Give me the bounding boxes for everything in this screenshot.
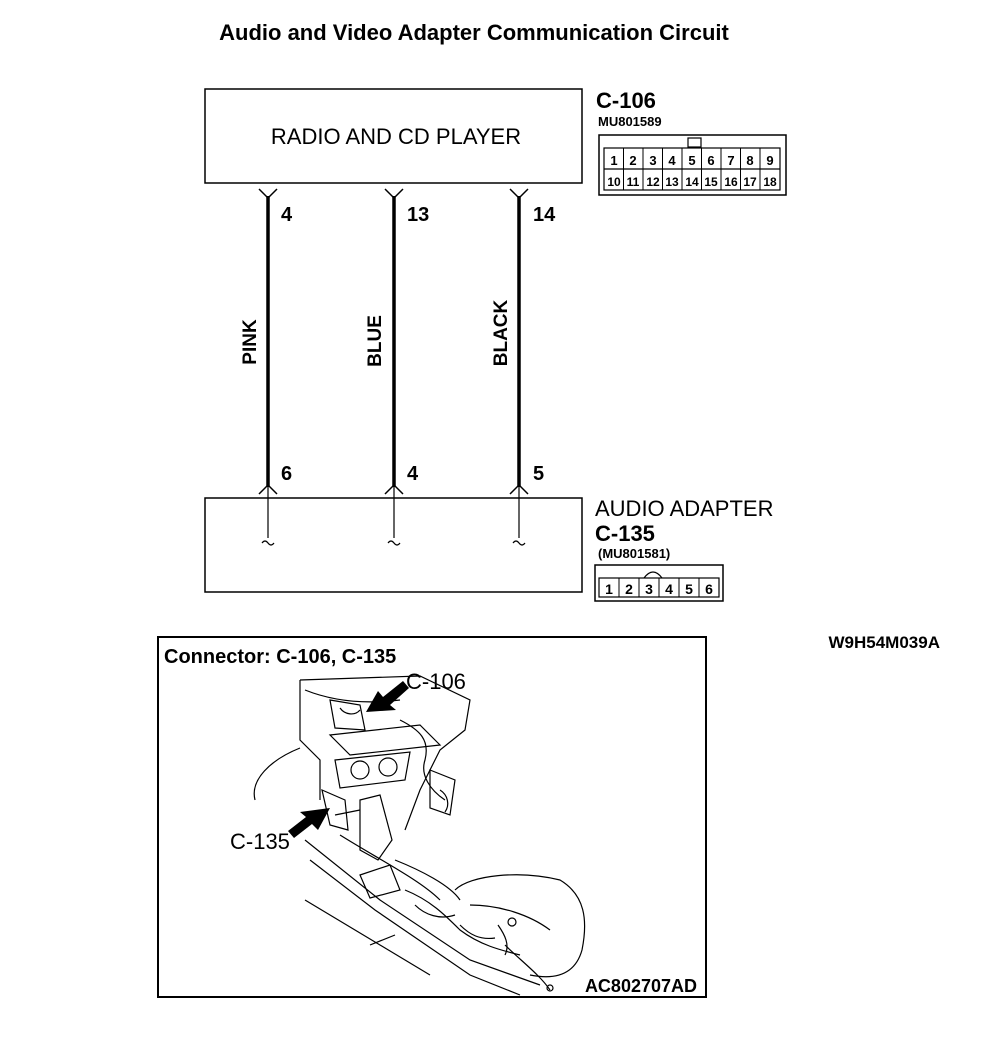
page-title: Audio and Video Adapter Communication Ci… bbox=[219, 20, 729, 45]
c135-part-number: (MU801581) bbox=[598, 546, 670, 561]
wire-blue-bottom-pin: 4 bbox=[407, 463, 419, 485]
c135-pin: 3 bbox=[645, 581, 653, 597]
c106-pin: 15 bbox=[704, 175, 718, 189]
c106-pin: 11 bbox=[627, 175, 640, 189]
connector-location-panel: Connector: C-106, C-135 bbox=[157, 636, 707, 998]
connector-panel-heading: Connector: C-106, C-135 bbox=[164, 646, 396, 668]
wire-black-bottom-pin: 5 bbox=[533, 463, 544, 485]
c106-pin: 1 bbox=[610, 153, 617, 168]
wire-blue-top-pin: 13 bbox=[407, 204, 429, 226]
figure-code: W9H54M039A bbox=[829, 633, 941, 652]
c106-part-number: MU801589 bbox=[598, 114, 662, 129]
c106-connector-face: 1 2 3 4 5 6 7 8 9 10 11 12 13 14 15 16 1… bbox=[598, 134, 787, 196]
c106-pin: 18 bbox=[763, 175, 777, 189]
c106-pin: 5 bbox=[688, 153, 695, 168]
c106-pin: 8 bbox=[746, 153, 753, 168]
c106-pin: 6 bbox=[707, 153, 714, 168]
connector-panel-code: AC802707AD bbox=[585, 976, 697, 996]
audio-adapter-box bbox=[204, 497, 583, 593]
c135-callout-label: C-135 bbox=[230, 829, 290, 854]
wire-pink-top-pin: 4 bbox=[281, 204, 293, 226]
wire-pink-color-label: PINK bbox=[240, 319, 261, 365]
c135-pin: 5 bbox=[685, 581, 693, 597]
c106-pin: 16 bbox=[724, 175, 738, 189]
wire-blue: 13 4 BLUE bbox=[365, 188, 429, 546]
wire-black: 14 5 BLACK bbox=[491, 188, 556, 546]
c106-callout-arrow-icon bbox=[366, 681, 409, 712]
c135-callout-arrow-icon bbox=[288, 808, 330, 838]
radio-cd-player-label: RADIO AND CD PLAYER bbox=[271, 124, 521, 149]
wire-pink: 4 6 PINK bbox=[240, 188, 293, 546]
c106-pin: 13 bbox=[665, 175, 679, 189]
c135-connector-face: 1 2 3 4 5 6 bbox=[594, 564, 724, 602]
radio-cd-player-box bbox=[204, 88, 583, 184]
c106-pin: 2 bbox=[629, 153, 636, 168]
c106-pin: 17 bbox=[743, 175, 757, 189]
c106-pin: 12 bbox=[646, 175, 660, 189]
c106-connector-name: C-106 bbox=[596, 88, 656, 113]
c106-pin: 9 bbox=[766, 153, 773, 168]
audio-adapter-label: AUDIO ADAPTER bbox=[595, 496, 773, 521]
wire-black-top-pin: 14 bbox=[533, 204, 556, 226]
c106-pin: 10 bbox=[607, 175, 621, 189]
c106-callout-label: C-106 bbox=[406, 669, 466, 694]
c106-pin: 7 bbox=[727, 153, 734, 168]
c106-pin: 3 bbox=[649, 153, 656, 168]
wire-pink-bottom-pin: 6 bbox=[281, 463, 292, 485]
c135-pin: 1 bbox=[605, 581, 613, 597]
center-console-illustration bbox=[253, 675, 586, 996]
c135-pin: 6 bbox=[705, 581, 713, 597]
c135-pin: 2 bbox=[625, 581, 633, 597]
c135-connector-name: C-135 bbox=[595, 521, 655, 546]
wire-black-color-label: BLACK bbox=[491, 299, 512, 366]
wire-blue-color-label: BLUE bbox=[365, 315, 386, 367]
c106-pin: 14 bbox=[685, 175, 699, 189]
c135-pin: 4 bbox=[665, 581, 673, 597]
c106-pin: 4 bbox=[668, 153, 676, 168]
